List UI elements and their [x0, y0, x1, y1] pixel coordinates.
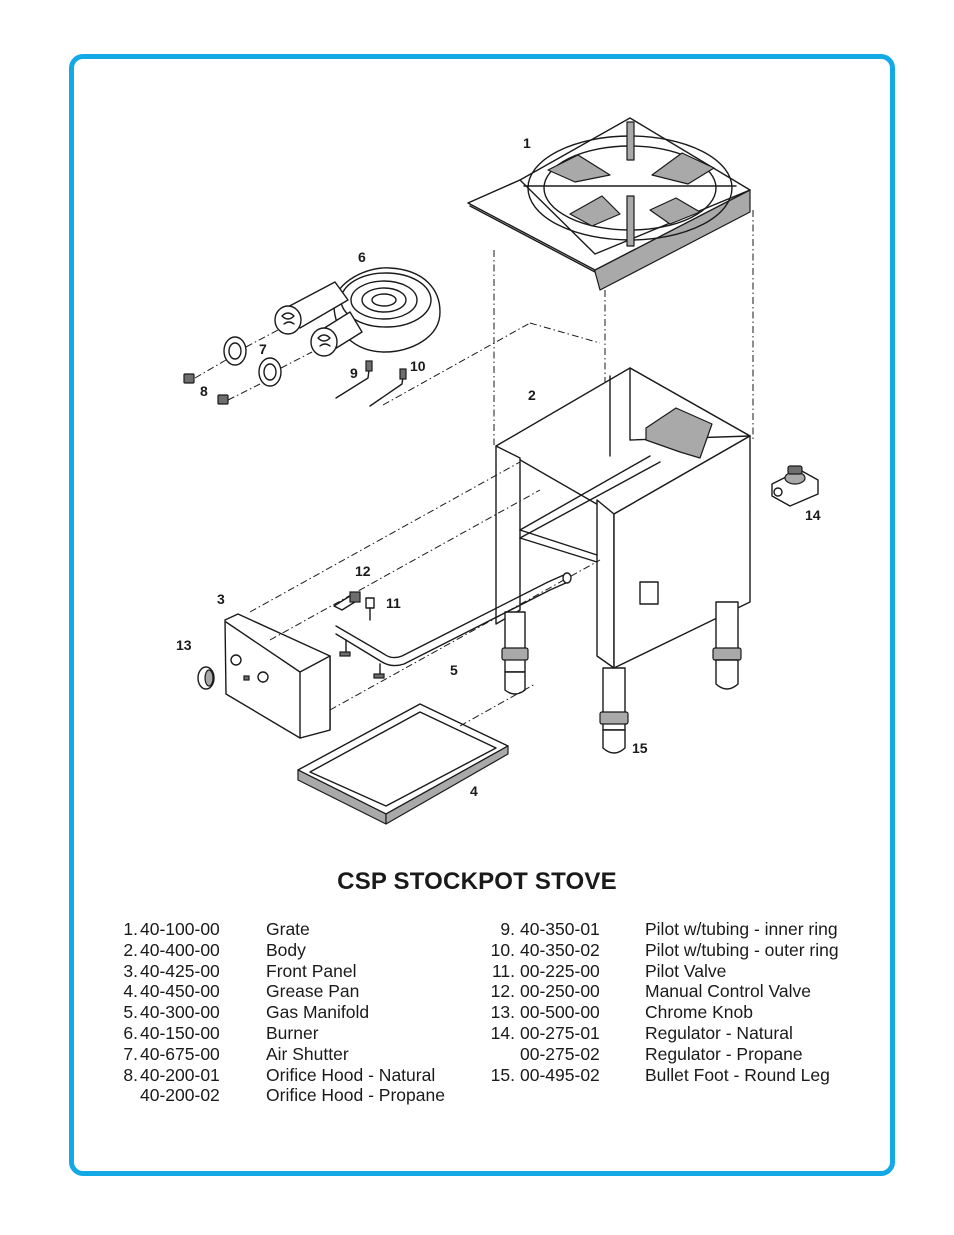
part-number: 12.: [490, 981, 515, 1002]
callout-4: 4: [470, 783, 478, 799]
callout-5: 5: [450, 662, 458, 678]
part-code: 40-350-02: [520, 939, 600, 960]
part-number: 7.: [123, 1043, 138, 1064]
part-number: 13.: [490, 1002, 515, 1023]
part-number: 10.: [490, 939, 515, 960]
exploded-parts-diagram: .o { fill:none; stroke:#1a1a1a; stroke-w…: [176, 117, 821, 825]
part-description: Gas Manifold: [266, 1002, 370, 1023]
part-description: Pilot w/tubing - inner ring: [645, 919, 838, 939]
part-number: 4.: [123, 981, 138, 1002]
callout-6: 6: [358, 249, 366, 265]
part-code: 40-400-00: [140, 939, 220, 960]
parts-list-row: 9.40-350-01 Pilot w/tubing - inner ring: [485, 919, 875, 940]
part-code: 00-250-00: [520, 981, 600, 1002]
parts-list-row: 2.40-400-00 Body: [112, 940, 472, 961]
valves: [333, 591, 375, 621]
part-description: Burner: [266, 1022, 319, 1043]
part-number: 9.: [500, 919, 515, 939]
part-code: 40-450-00: [140, 981, 220, 1002]
part-description: Grease Pan: [266, 981, 360, 1002]
grate: [467, 117, 751, 291]
parts-list-row: 00-275-02 Regulator - Propane: [485, 1044, 875, 1065]
parts-list-row: 5.40-300-00 Gas Manifold: [112, 1002, 472, 1023]
callout-8: 8: [200, 383, 208, 399]
part-code: 40-425-00: [140, 960, 220, 981]
gas-manifold: [335, 572, 572, 679]
part-number: 1.: [123, 919, 138, 939]
page-border: [69, 54, 895, 1176]
parts-list-row: 7.40-675-00 Air Shutter: [112, 1044, 472, 1065]
front-panel: [224, 613, 331, 739]
parts-list-row: 8.40-200-01 Orifice Hood - Natural: [112, 1065, 472, 1086]
part-description: Body: [266, 939, 306, 960]
chrome-knob: [197, 666, 215, 690]
part-description: Front Panel: [266, 960, 357, 981]
part-code: 40-150-00: [140, 1022, 220, 1043]
parts-list-row: 15.00-495-02 Bullet Foot - Round Leg: [485, 1065, 875, 1086]
part-description: Orifice Hood - Natural: [266, 1064, 436, 1085]
part-number: 15.: [490, 1064, 515, 1085]
part-number: 14.: [490, 1022, 515, 1043]
part-code: 40-100-00: [140, 919, 220, 939]
parts-list-row: 1.40-100-00 Grate: [112, 919, 472, 940]
part-description: Orifice Hood - Propane: [266, 1085, 445, 1106]
grease-pan: [297, 703, 509, 825]
part-number: 2.: [123, 939, 138, 960]
part-description: Pilot Valve: [645, 960, 727, 981]
parts-list-row: 11.00-225-00 Pilot Valve: [485, 961, 875, 982]
callout-13: 13: [176, 637, 192, 653]
callout-12: 12: [355, 563, 371, 579]
part-number: 3.: [123, 960, 138, 981]
part-code: 40-200-02: [140, 1085, 220, 1106]
callout-14: 14: [805, 507, 821, 523]
callout-7: 7: [259, 341, 267, 357]
callout-2: 2: [528, 387, 536, 403]
part-code: 00-275-02: [520, 1043, 600, 1064]
pilot-tubing: [335, 360, 407, 407]
air-shutters: [223, 336, 282, 387]
part-description: Regulator - Natural: [645, 1022, 793, 1043]
parts-list-row: 6.40-150-00 Burner: [112, 1023, 472, 1044]
burner: [274, 267, 441, 357]
callout-15: 15: [632, 740, 648, 756]
part-description: Bullet Foot - Round Leg: [645, 1064, 830, 1085]
part-number: 8.: [123, 1064, 138, 1085]
part-description: Air Shutter: [266, 1043, 349, 1064]
part-code: 40-675-00: [140, 1043, 220, 1064]
part-number: 6.: [123, 1022, 138, 1043]
part-description: Regulator - Propane: [645, 1043, 803, 1064]
diagram-title: CSP STOCKPOT STOVE: [337, 868, 617, 895]
part-code: 40-200-01: [140, 1064, 220, 1085]
part-code: 00-500-00: [520, 1002, 600, 1023]
parts-list-row: 40-200-02 Orifice Hood - Propane: [112, 1085, 472, 1106]
callout-10: 10: [410, 358, 426, 374]
part-code: 00-275-01: [520, 1022, 600, 1043]
part-description: Chrome Knob: [645, 1002, 753, 1023]
parts-list-row: 12.00-250-00 Manual Control Valve: [485, 981, 875, 1002]
part-description: Manual Control Valve: [645, 981, 812, 1002]
callout-11: 11: [386, 595, 401, 611]
parts-list-row: 3.40-425-00 Front Panel: [112, 961, 472, 982]
parts-list-row: 10.40-350-02 Pilot w/tubing - outer ring: [485, 940, 875, 961]
part-description: Grate: [266, 919, 310, 939]
callout-9: 9: [350, 365, 358, 381]
parts-list-row: 14.00-275-01 Regulator - Natural: [485, 1023, 875, 1044]
regulator: [771, 465, 819, 507]
callout-3: 3: [217, 591, 225, 607]
part-code: 40-300-00: [140, 1002, 220, 1023]
part-code: 00-225-00: [520, 960, 600, 981]
part-description: Pilot w/tubing - outer ring: [645, 939, 839, 960]
callout-1: 1: [523, 135, 531, 151]
part-number: 11.: [491, 960, 515, 981]
bullet-feet: [501, 581, 742, 754]
part-code: 00-495-02: [520, 1064, 600, 1085]
part-code: 40-350-01: [520, 919, 600, 939]
parts-list-row: 4.40-450-00 Grease Pan: [112, 981, 472, 1002]
part-number: 5.: [123, 1002, 138, 1023]
orifice-hoods: [183, 373, 229, 405]
parts-list-row: 13.00-500-00 Chrome Knob: [485, 1002, 875, 1023]
stove-body: [495, 367, 751, 669]
